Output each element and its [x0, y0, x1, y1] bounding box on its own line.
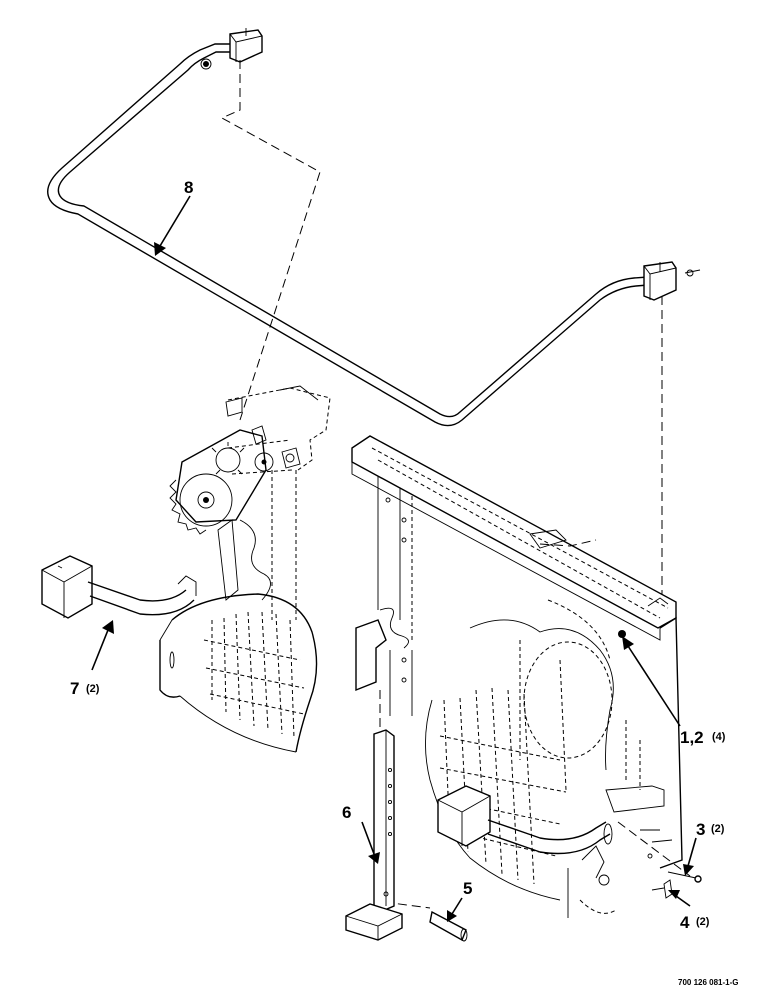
drawing-number: 700 126 081-1-G [678, 978, 739, 987]
callout-qty: (2) [86, 683, 100, 695]
callout-number: 5 [463, 879, 472, 898]
leader-arrows [91, 195, 697, 922]
callout-qty: (2) [696, 916, 710, 928]
callout-8: 8 [184, 178, 193, 197]
washer-part-4 [663, 879, 673, 899]
callout-3: 3 (2) [696, 820, 725, 839]
callout-qty: (2) [711, 823, 725, 835]
callout-number: 1,2 [680, 728, 704, 747]
support-bar-part-8 [47, 28, 701, 427]
callout-7: 7 (2) [70, 679, 100, 698]
left-side-assembly [159, 385, 331, 753]
callout-number: 7 [70, 679, 79, 698]
step-bracket-part-7-left [41, 555, 197, 619]
bolt-part-3 [667, 871, 702, 883]
callout-6: 6 [342, 803, 351, 822]
callout-number: 8 [184, 178, 193, 197]
callout-4: 4 (2) [680, 913, 710, 932]
callout-number: 3 [696, 820, 705, 839]
right-side-assembly [351, 435, 683, 918]
jack-stand-part-6 [345, 729, 403, 941]
callout-1-2: 1,2 (4) [680, 728, 726, 747]
pin-part-5 [429, 910, 468, 942]
callout-5: 5 [463, 879, 472, 898]
callout-qty: (4) [712, 731, 726, 743]
callout-number: 6 [342, 803, 351, 822]
callout-number: 4 [680, 913, 690, 932]
